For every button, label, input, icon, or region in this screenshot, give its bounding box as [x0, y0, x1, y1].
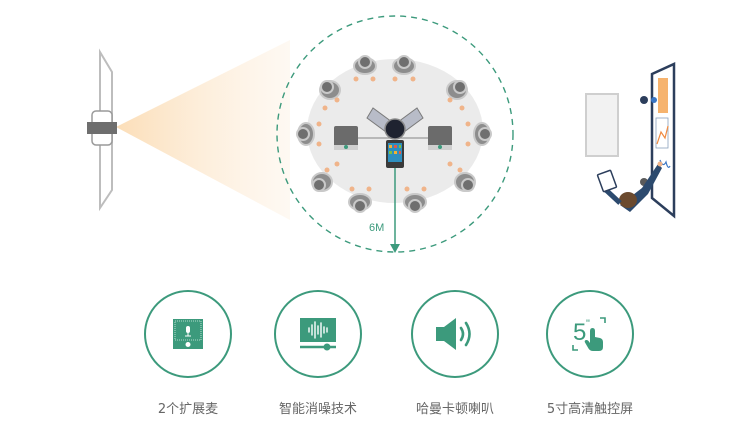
- expansion-mic-icon: [173, 319, 203, 349]
- smart-board: [650, 62, 676, 219]
- feature-circle: 5 ": [546, 290, 634, 378]
- expansion-mic-left: [334, 126, 358, 150]
- distance-label: 6M: [369, 222, 385, 234]
- presenter-person: [596, 161, 663, 212]
- camera-icon: [86, 110, 120, 146]
- feature-circle: [274, 290, 362, 378]
- person-icon: [392, 55, 416, 75]
- feature-touchscreen: 5 " 5寸高清触控屏: [535, 290, 645, 417]
- person-icon: [473, 122, 492, 146]
- feature-circle: [144, 290, 232, 378]
- person-icon: [311, 172, 333, 192]
- person-icon: [296, 122, 315, 146]
- conference-phone: [366, 107, 424, 140]
- feature-circle: [411, 290, 499, 378]
- expansion-mic-right: [428, 126, 452, 150]
- person-icon: [454, 172, 476, 192]
- feature-label: 智能消噪技术: [278, 402, 357, 417]
- person-icon: [446, 80, 468, 100]
- svg-text:": ": [586, 318, 590, 330]
- feature-noise-cancellation: 智能消噪技术: [263, 290, 373, 417]
- person-icon: [353, 55, 377, 75]
- feature-label: 哈曼卡顿喇叭: [415, 402, 494, 417]
- feature-expansion-mics: 2个扩展麦: [133, 290, 243, 417]
- feature-label: 2个扩展麦: [157, 402, 219, 417]
- whiteboard-illustration: [580, 60, 690, 220]
- touchscreen-icon: 5 ": [572, 317, 606, 351]
- person-icon: [348, 193, 372, 213]
- wall-frame: [585, 93, 619, 157]
- coverage-circle: [276, 15, 514, 253]
- svg-text:5: 5: [573, 319, 586, 346]
- person-icon: [319, 80, 341, 100]
- touch-controller: [386, 140, 404, 168]
- meeting-room-diagram: [270, 14, 520, 259]
- noise-cancel-icon: [300, 318, 336, 351]
- person-icon: [403, 193, 427, 213]
- speaker-icon: [436, 318, 471, 350]
- camera-beam: [116, 40, 290, 220]
- feature-label: 5寸高清触控屏: [546, 402, 634, 417]
- feature-harman-kardon-speaker: 哈曼卡顿喇叭: [400, 290, 510, 417]
